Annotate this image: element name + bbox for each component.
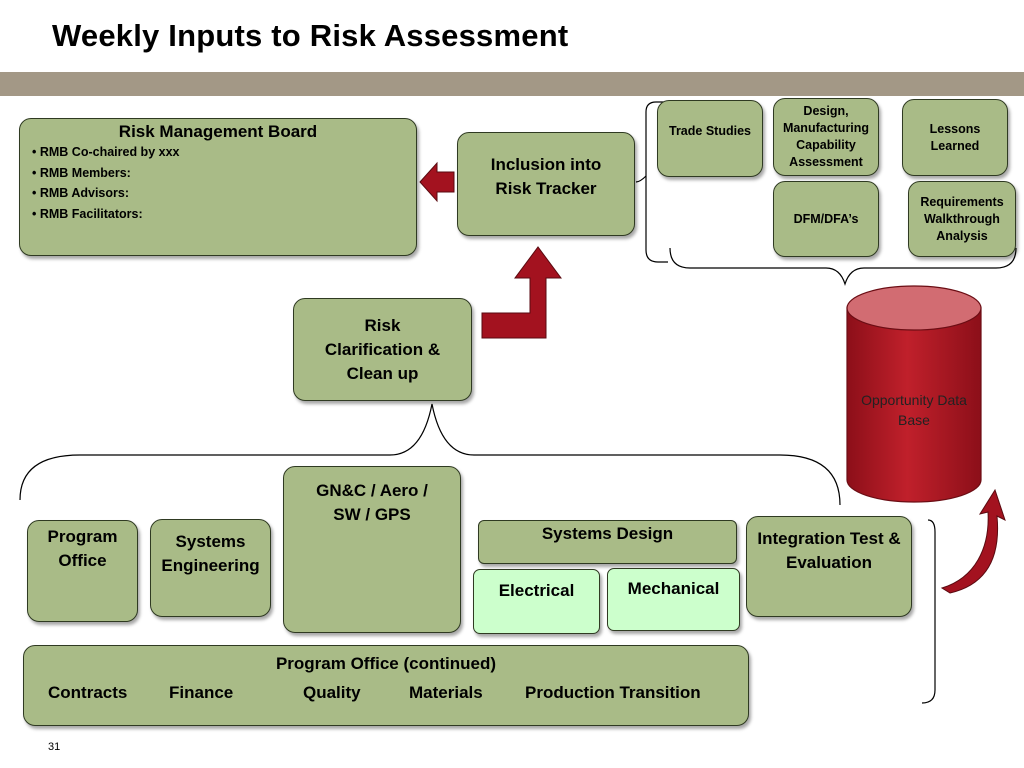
- risk-clarification-label: Risk Clarification & Clean up: [324, 315, 441, 383]
- risk-tracker-label: Inclusion into Risk Tracker: [490, 155, 602, 198]
- risk-clarification-box: Risk Clarification & Clean up: [293, 298, 472, 401]
- po-item-quality: Quality: [303, 683, 361, 702]
- requirements-label: Requirements Walkthrough Analysis: [920, 194, 1004, 243]
- rmb-item: RMB Co-chaired by xxx: [32, 142, 416, 163]
- top-inputs-pointer: [635, 175, 647, 183]
- integration-test-box: Integration Test & Evaluation: [746, 516, 912, 617]
- program-office-box: Program Office: [27, 520, 138, 622]
- design-assessment-box: Design, Manufacturing Capability Assessm…: [773, 98, 879, 176]
- gnc-box: GN&C / Aero / SW / GPS: [283, 466, 461, 633]
- database-cylinder: [846, 285, 982, 503]
- po-item-contracts: Contracts: [48, 683, 128, 702]
- systems-engineering-label: Systems Engineering: [161, 532, 260, 575]
- lessons-learned-box: Lessons Learned: [902, 99, 1008, 176]
- electrical-box: Electrical: [473, 569, 600, 634]
- systems-design-box: Systems Design: [478, 520, 737, 564]
- lessons-learned-label: Lessons Learned: [929, 121, 981, 153]
- arrow-to-tracker: [481, 246, 562, 339]
- top-inputs-brace: [669, 247, 1017, 287]
- title-band: [0, 72, 1024, 96]
- systems-design-label: Systems Design: [541, 524, 674, 543]
- database-label: Opportunity Data Base: [861, 392, 967, 428]
- design-assessment-label: Design, Manufacturing Capability Assessm…: [782, 104, 870, 169]
- systems-engineering-box: Systems Engineering: [150, 519, 271, 617]
- po-item-production-transition: Production Transition: [525, 683, 701, 702]
- bottom-brace: [19, 403, 841, 506]
- po-item-materials: Materials: [409, 683, 483, 702]
- program-office-label: Program Office: [47, 527, 118, 570]
- page-number: 31: [48, 741, 61, 753]
- mechanical-box: Mechanical: [607, 568, 740, 631]
- trade-studies-box: Trade Studies: [657, 100, 763, 177]
- gnc-label: GN&C / Aero / SW / GPS: [316, 481, 428, 524]
- requirements-box: Requirements Walkthrough Analysis: [908, 181, 1016, 257]
- rmb-item: RMB Facilitators:: [32, 204, 416, 225]
- program-office-continued-box: Program Office (continued) Contracts Fin…: [23, 645, 749, 726]
- arrow-to-database: [940, 488, 1006, 594]
- electrical-label: Electrical: [498, 581, 575, 600]
- trade-studies-label: Trade Studies: [669, 124, 751, 138]
- top-inputs-bracket: [645, 101, 668, 263]
- rmb-item: RMB Members:: [32, 163, 416, 184]
- integration-test-label: Integration Test & Evaluation: [757, 529, 901, 572]
- risk-management-board: Risk Management Board RMB Co-chaired by …: [19, 118, 417, 256]
- rmb-list: RMB Co-chaired by xxx RMB Members: RMB A…: [20, 142, 416, 224]
- rmb-title: Risk Management Board: [118, 122, 318, 141]
- arrow-to-rmb: [419, 161, 455, 203]
- risk-tracker-box: Inclusion into Risk Tracker: [457, 132, 635, 236]
- program-office-continued-title: Program Office (continued): [275, 654, 497, 673]
- dfm-label: DFM/DFA’s: [793, 211, 859, 226]
- rmb-item: RMB Advisors:: [32, 183, 416, 204]
- right-bracket: [921, 519, 936, 704]
- mechanical-label: Mechanical: [627, 579, 720, 598]
- po-item-finance: Finance: [169, 683, 234, 702]
- dfm-box: DFM/DFA’s: [773, 181, 879, 257]
- page-title: Weekly Inputs to Risk Assessment: [52, 18, 569, 53]
